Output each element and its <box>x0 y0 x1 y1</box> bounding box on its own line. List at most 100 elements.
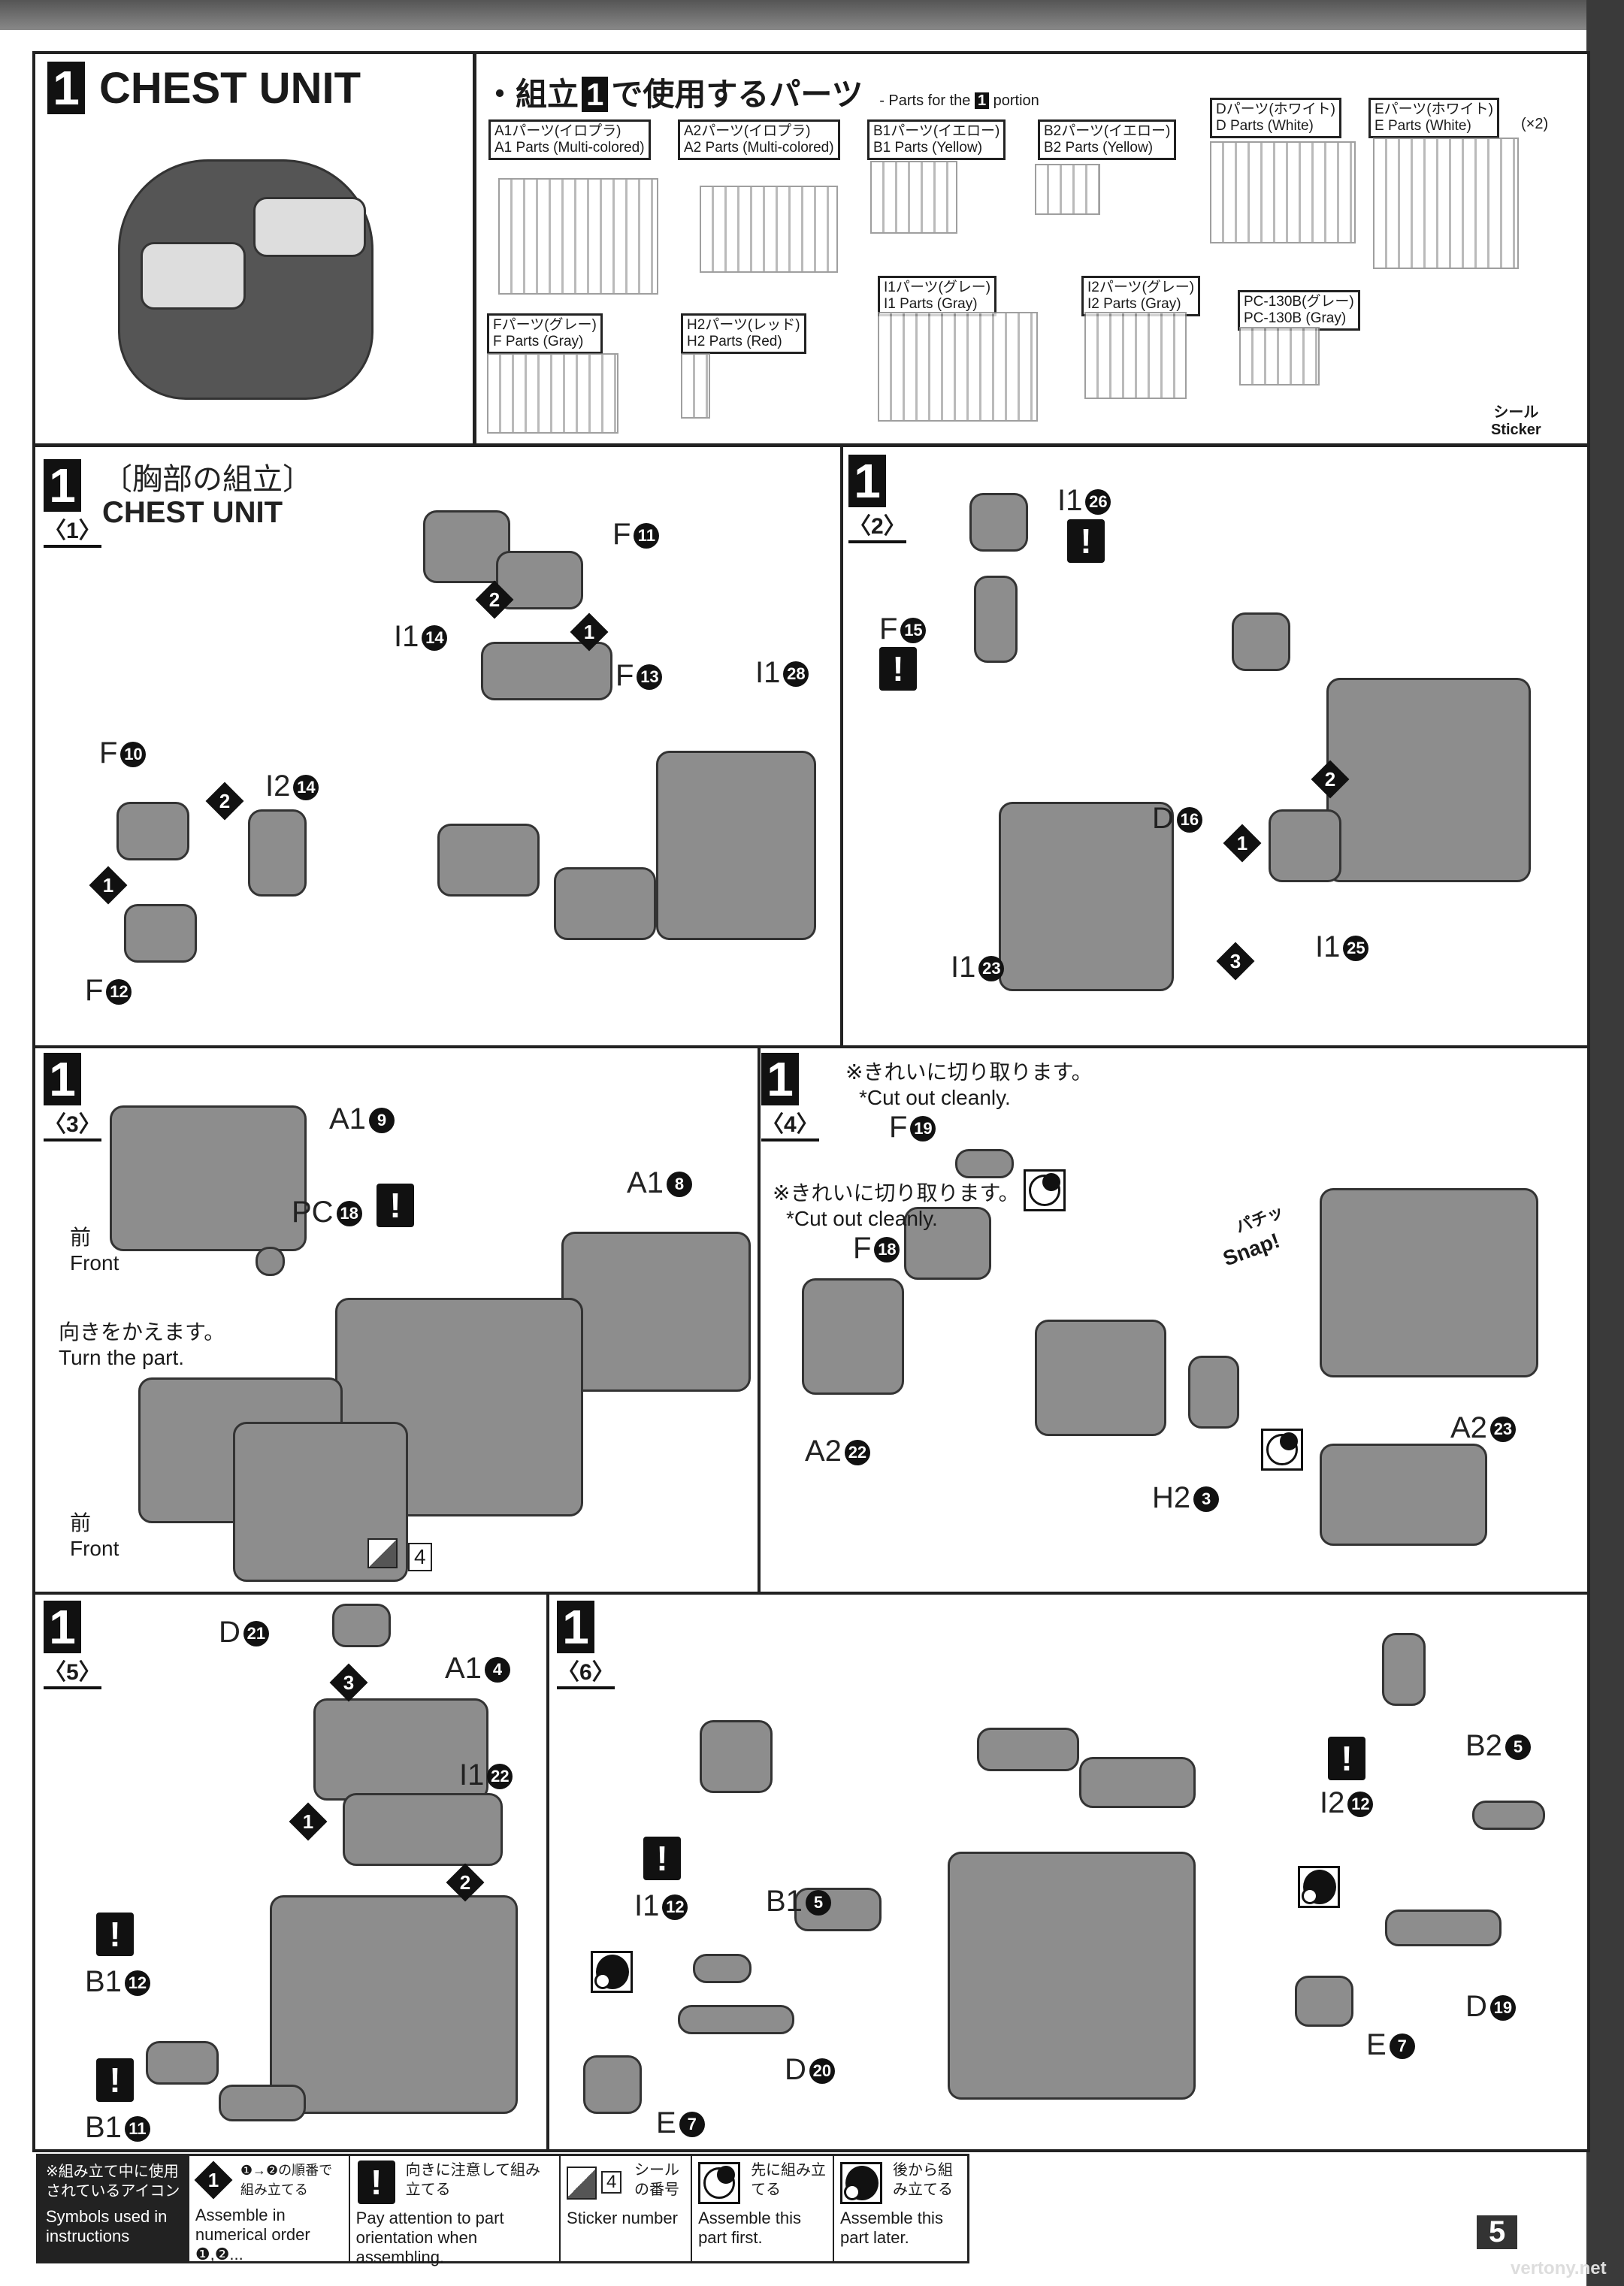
part-illustration <box>146 2041 219 2085</box>
legend-caution-jp: 向きに注意して組み立てる <box>405 2162 541 2198</box>
step-number: 1 <box>44 1601 81 1653</box>
part-code: H2 <box>1152 1481 1191 1514</box>
step-sub-number: 〈6〉 <box>557 1653 615 1689</box>
step-note: 向きをかえます。Turn the part. <box>59 1320 225 1371</box>
caution-icon: ! <box>643 1837 681 1880</box>
step-title-jp: 〔胸部の組立〕 <box>102 463 313 496</box>
part-illustration <box>343 1793 504 1866</box>
note-en: Turn the part. <box>59 1346 185 1369</box>
assemble-later-icon <box>840 2162 882 2204</box>
part-code: D <box>1152 802 1174 835</box>
runner-label-en: I2 Parts (Gray) <box>1087 296 1181 312</box>
order-diamond-icon: 2 <box>475 580 514 619</box>
runner-label-jp: I1パーツ(グレー) <box>884 280 991 295</box>
part-code: E <box>656 2106 676 2139</box>
part-code: F <box>615 659 634 692</box>
part-illustration <box>1188 1356 1239 1429</box>
parts-title-en-suffix: portion <box>993 92 1039 109</box>
step-title-en: CHEST UNIT <box>102 496 283 529</box>
note-en: Front <box>70 1537 119 1560</box>
part-code: F <box>85 974 104 1007</box>
part-illustration <box>248 809 307 897</box>
note-jp: 前 <box>70 1511 92 1535</box>
part-number: 8 <box>666 1172 692 1198</box>
part-number: 19 <box>1489 1995 1516 2021</box>
legend-first-jp: 先に組み立てる <box>751 2162 827 2198</box>
part-number: 14 <box>422 625 448 652</box>
part-code: B2 <box>1465 1729 1502 1762</box>
watermark: vertony.net <box>1511 2258 1607 2278</box>
runner-label-en: B2 Parts (Yellow) <box>1044 140 1154 156</box>
assemble-first-icon <box>1024 1169 1066 1211</box>
part-illustration <box>1232 612 1290 671</box>
part-code: I1 <box>1315 930 1341 963</box>
chest-unit-header-panel: 1 CHEST UNIT <box>32 51 476 446</box>
runner-label-en: PC-130B (Gray) <box>1244 310 1347 326</box>
part-number: 16 <box>1176 807 1202 833</box>
page-title: CHEST UNIT <box>99 64 361 113</box>
part-illustration <box>955 1149 1014 1178</box>
part-illustration <box>1472 1801 1545 1830</box>
part-number: 12 <box>124 1970 150 1997</box>
part-code: I1 <box>1057 484 1083 517</box>
legend-heading-jp: ※組み立て中に使用されているアイコン <box>46 2164 180 2200</box>
sticker-label-en: Sticker <box>1491 422 1541 438</box>
order-diamond-number: 1 <box>207 2169 219 2191</box>
part-number: 7 <box>1389 2034 1415 2060</box>
assemble-later-icon <box>591 1951 633 1993</box>
part-code: E <box>1366 2028 1387 2061</box>
runner-label-i1: I1パーツ(グレー)I1 Parts (Gray) <box>878 276 997 316</box>
part-number: 12 <box>106 979 132 1005</box>
legend-order-jp: ❶→❷の順番で組み立てる <box>240 2163 333 2197</box>
order-number: 1 <box>1236 832 1248 854</box>
runner-label-f: Fパーツ(グレー)F Parts (Gray) <box>487 313 603 354</box>
part-illustration <box>904 1207 992 1280</box>
step-sub-number: 〈4〉 <box>761 1105 819 1141</box>
sticker-label-jp: シール <box>1493 404 1539 421</box>
part-illustration <box>116 802 189 860</box>
runner-image <box>1084 312 1187 400</box>
legend-first-en: Assemble this part first. <box>698 2209 802 2247</box>
runner-image <box>870 161 958 234</box>
part-illustration <box>554 867 656 940</box>
assemble-first-icon <box>698 2162 741 2204</box>
runner-label-jp: B1パーツ(イエロー) <box>873 123 1000 139</box>
part-number: 25 <box>1343 936 1369 962</box>
part-number: 20 <box>809 2058 835 2085</box>
step-number: 1 <box>557 1601 594 1653</box>
runner-label-en: E Parts (White) <box>1375 118 1471 134</box>
runner-label-h2: H2パーツ(レッド)H2 Parts (Red) <box>681 313 806 354</box>
part-code: I1 <box>459 1758 485 1792</box>
legend-heading-en: Symbols used in instructions <box>46 2207 168 2245</box>
part-illustration <box>1269 809 1341 882</box>
step-number: 1 <box>47 62 85 114</box>
part-code: I1 <box>634 1889 660 1922</box>
note-en: *Cut out cleanly. <box>859 1086 1011 1109</box>
order-diamond-icon: 1 <box>289 1802 328 1841</box>
runner-label-pc-130b: PC-130B(グレー)PC-130B (Gray) <box>1238 290 1360 331</box>
note-en: *Cut out cleanly. <box>786 1207 938 1230</box>
order-diamond-icon: 2 <box>1311 760 1350 799</box>
page-top-edge <box>0 0 1624 30</box>
part-illustration <box>693 1954 752 1983</box>
runner-label-en: D Parts (White) <box>1216 118 1314 134</box>
step-sub-number: 〈1〉 <box>44 512 101 548</box>
runner-image <box>1239 327 1320 386</box>
part-number: 7 <box>679 2112 705 2138</box>
step-sub-number: 〈5〉 <box>44 1653 101 1689</box>
